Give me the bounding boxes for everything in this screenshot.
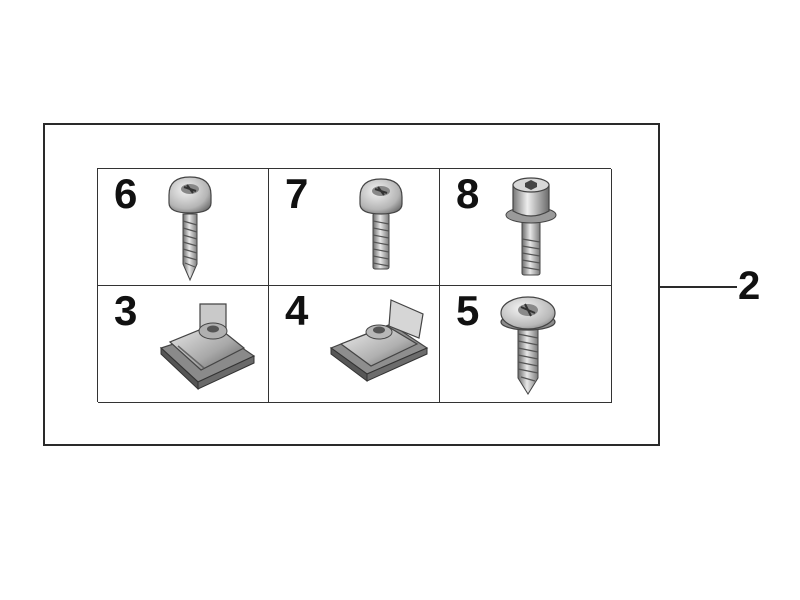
- part-cell-7: 7: [269, 169, 440, 286]
- part-cell-4: 4: [269, 286, 440, 403]
- item-number: 8: [456, 170, 480, 217]
- pan-head-machine-screw-icon: [359, 178, 403, 270]
- item-number: 3: [114, 287, 138, 334]
- item-number: 5: [456, 287, 480, 334]
- assembly-frame: [43, 123, 660, 446]
- flange-head-tapping-screw-icon: [500, 296, 556, 395]
- u-nut-clip-icon: [159, 303, 256, 391]
- part-cell-6: 6: [98, 169, 269, 286]
- item-number: 4: [285, 287, 309, 334]
- callout-leader-line: [660, 286, 737, 288]
- part-cell-3: 3: [98, 286, 269, 403]
- socket-head-screw-icon: [505, 177, 557, 276]
- part-cell-5: 5: [440, 286, 612, 403]
- item-number: 6: [114, 170, 138, 217]
- u-nut-clip-icon: [329, 299, 429, 382]
- callout-number: 2: [738, 264, 761, 308]
- parts-grid: 6 7: [97, 168, 612, 403]
- pan-head-tapping-screw-icon: [168, 176, 212, 282]
- item-number: 7: [285, 170, 309, 217]
- part-cell-8: 8: [440, 169, 612, 286]
